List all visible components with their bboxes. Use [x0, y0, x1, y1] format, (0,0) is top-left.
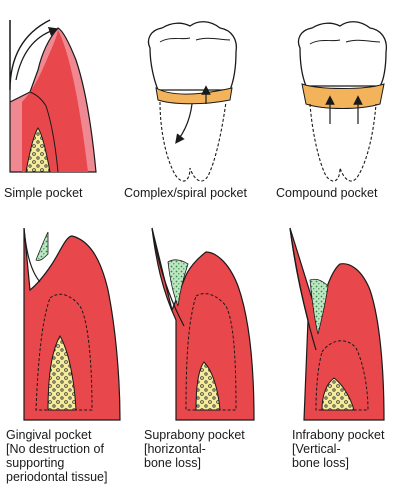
caption-line: periodontal tissue] — [6, 470, 108, 484]
gingival-pocket-illustration — [23, 227, 121, 421]
caption-line: Compound pocket — [276, 186, 378, 200]
caption-line: Infrabony pocket — [292, 428, 385, 442]
caption-line: bone loss] — [292, 456, 349, 470]
simple-pocket-caption: Simple pocket — [4, 186, 83, 200]
caption-line: [Vertical- — [292, 442, 341, 456]
complex-spiral-pocket-caption: Complex/spiral pocket — [124, 186, 247, 200]
suprabony-pocket-caption: Suprabony pocket [horizontal- bone loss] — [144, 428, 245, 470]
caption-line: [No destruction of — [6, 442, 104, 456]
caption-line: Suprabony pocket — [144, 428, 245, 442]
caption-line: Simple pocket — [4, 186, 83, 200]
compound-pocket-illustration — [297, 21, 388, 182]
compound-pocket-caption: Compound pocket — [276, 186, 377, 200]
caption-line: Gingival pocket — [6, 428, 92, 442]
caption-line: supporting — [6, 456, 65, 470]
caption-line: [horizontal- — [144, 442, 206, 456]
caption-line: bone loss] — [144, 456, 201, 470]
gingival-pocket-caption: Gingival pocket [No destruction of suppo… — [6, 428, 107, 484]
complex-spiral-pocket-illustration — [147, 21, 238, 182]
caption-line: Complex/spiral pocket — [124, 186, 247, 200]
simple-pocket-illustration — [9, 19, 97, 173]
infrabony-pocket-caption: Infrabony pocket [Vertical- bone loss] — [292, 428, 384, 470]
suprabony-pocket-illustration — [151, 227, 255, 421]
infrabony-pocket-illustration — [289, 227, 385, 421]
